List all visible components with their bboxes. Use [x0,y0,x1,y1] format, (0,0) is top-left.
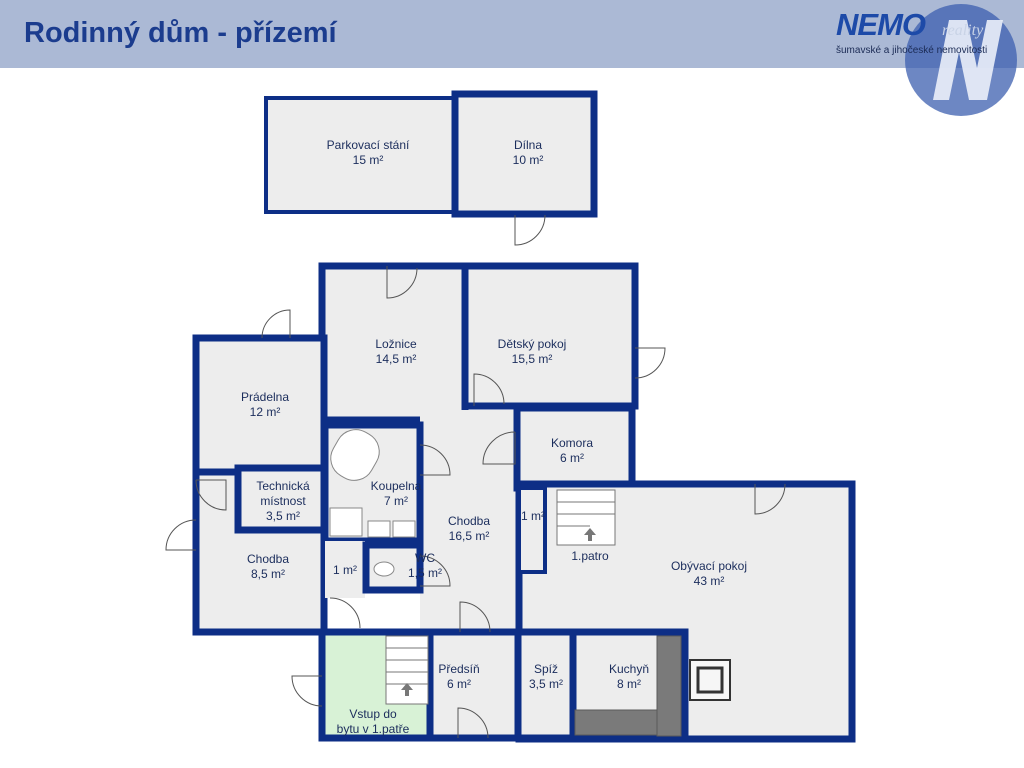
room-name: Kuchyň [608,662,650,676]
room-name: místnost [260,494,306,508]
room-area: 8 m² [617,677,641,691]
stairs [385,489,616,705]
room-pradelna [192,334,328,476]
logo-n-icon [905,4,1017,116]
label-small-right: 1 m² [521,509,545,524]
room-area: 14,5 m² [375,352,417,366]
room-area: 15 m² [352,153,384,167]
label-stairs-up: 1.patro [571,549,608,564]
room-chodba-big [420,410,518,632]
room-area: 1 m² [333,563,357,577]
room-name: Dětský pokoj [497,337,567,351]
room-area: 12 m² [249,405,281,419]
room-small-left [325,541,365,598]
room-name: Prádelna [240,390,290,404]
stair-arrow-icon [584,528,596,541]
label-small-left: 1 m² [333,563,357,578]
room-name: Obývací pokoj [670,559,748,573]
room-dilna [451,90,598,218]
room-area: 3,5 m² [265,509,300,523]
kitchen-counter [574,635,682,737]
room-name: WC [414,551,435,565]
room-name: Ložnice [375,337,417,351]
room-detsky [461,262,639,410]
room-area: 7 m² [384,494,408,508]
header-bar: Rodinný dům - přízemí NEMO reality šumav… [0,0,1024,116]
room-name: Chodba [246,552,290,566]
room-name: 1.patro [571,549,609,563]
room-name: Technická [256,479,310,493]
room-area: 15,5 m² [511,352,553,366]
room-area: 1,5 m² [407,566,443,580]
logo-brand: NEMO [836,7,926,42]
room-area: 43 m² [693,574,725,588]
bathtub [330,429,380,481]
room-name: bytu v 1.patře [336,722,410,736]
room-name: Předsíň [438,662,480,676]
room-name: Komora [550,436,594,450]
page-title: Rodinný dům - přízemí [24,17,337,49]
stair-arrow-icon [401,683,413,696]
logo-reality: reality [942,22,984,39]
room-name: Spíž [533,662,559,676]
toilet [373,561,395,577]
door-swings [165,214,786,739]
room-area: 3,5 m² [528,677,564,691]
room-name: Parkovací stání [326,138,410,152]
room-name: Koupelna [370,479,422,493]
room-name: Vstup do [349,707,397,721]
shower [329,507,363,537]
room-area: 6 m² [560,451,584,465]
room-area: 1 m² [521,509,545,523]
room-name: Dílna [513,138,542,152]
sink [392,520,416,538]
room-small-right [517,486,547,574]
room-area: 16,5 m² [448,529,490,543]
room-area: 10 m² [512,153,544,167]
room-area: 8,5 m² [250,567,286,581]
room-name: Chodba [447,514,491,528]
room-parking [264,96,457,214]
sink [367,520,391,538]
stove [689,659,731,701]
room-predsin [426,628,522,742]
room-area: 6 m² [446,677,471,691]
room-spiz [514,628,577,742]
logo-tagline: šumavské a jihočeské nemovitosti [836,45,988,56]
